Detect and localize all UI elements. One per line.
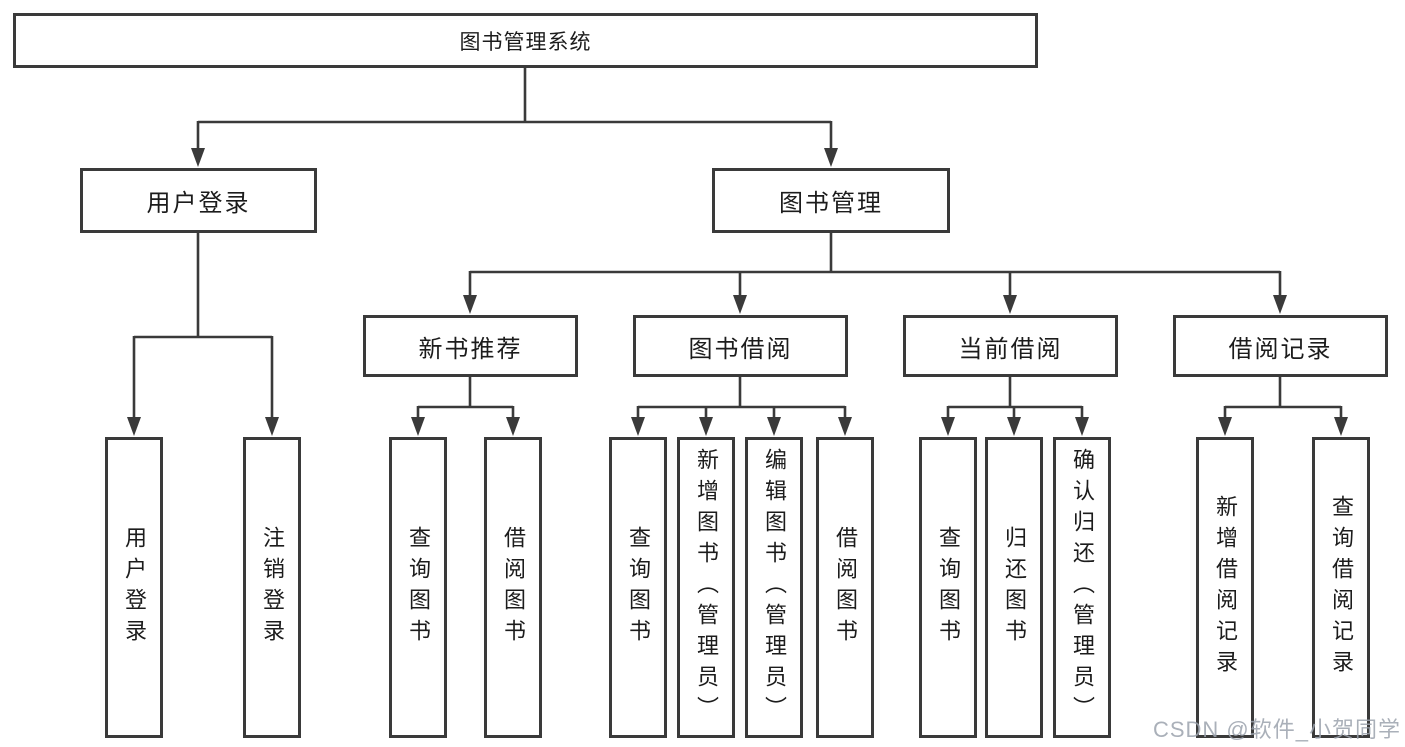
node-book-borrowing: 图书借阅	[633, 315, 848, 377]
node-label: 借阅记录	[1228, 335, 1333, 363]
node-label: 查询借阅记录	[1329, 494, 1354, 681]
leaf-edit-books-admin: 编辑图书（管理员）	[745, 437, 803, 738]
node-label: 图书管理	[779, 190, 883, 217]
csdn-watermark: CSDN @软件_小贺同学	[1152, 717, 1401, 742]
node-label: 用户登录	[122, 525, 147, 650]
node-label: 用户登录	[146, 190, 251, 217]
node-label: 借阅图书	[501, 525, 526, 650]
leaf-add-books-admin: 新增图书（管理员）	[677, 437, 735, 738]
node-label: 确认归还（管理员）	[1070, 448, 1095, 727]
node-label: 查询图书	[936, 525, 961, 650]
leaf-return-books: 归还图书	[985, 437, 1043, 738]
leaf-query-books-recommend: 查询图书	[389, 437, 447, 738]
node-label: 借阅图书	[833, 525, 858, 650]
node-label: 查询图书	[406, 525, 431, 650]
node-current-borrowing: 当前借阅	[903, 315, 1118, 377]
node-label: 当前借阅	[958, 335, 1063, 363]
leaf-query-borrow-record: 查询借阅记录	[1312, 437, 1370, 738]
node-new-book-recommend: 新书推荐	[363, 315, 578, 377]
node-borrowing-records: 借阅记录	[1173, 315, 1388, 377]
node-label: 新书推荐	[418, 335, 523, 363]
node-book-management: 图书管理	[712, 168, 950, 233]
node-label: 归还图书	[1002, 525, 1027, 650]
node-label: 新增借阅记录	[1213, 494, 1238, 681]
leaf-add-borrow-record: 新增借阅记录	[1196, 437, 1254, 738]
node-label: 图书管理系统	[459, 30, 592, 54]
leaf-confirm-return-admin: 确认归还（管理员）	[1053, 437, 1111, 738]
leaf-logout: 注销登录	[243, 437, 301, 738]
leaf-borrow-books: 借阅图书	[816, 437, 874, 738]
node-label: 编辑图书（管理员）	[762, 448, 787, 727]
leaf-query-books-current: 查询图书	[919, 437, 977, 738]
node-label: 查询图书	[626, 525, 651, 650]
node-user-login: 用户登录	[80, 168, 317, 233]
node-label: 新增图书（管理员）	[694, 448, 719, 727]
node-label: 图书借阅	[688, 335, 793, 363]
leaf-borrow-books-recommend: 借阅图书	[484, 437, 542, 738]
leaf-query-books-borrowing: 查询图书	[609, 437, 667, 738]
leaf-user-login: 用户登录	[105, 437, 163, 738]
node-label: 注销登录	[260, 525, 285, 650]
node-library-management-system: 图书管理系统	[13, 13, 1038, 68]
